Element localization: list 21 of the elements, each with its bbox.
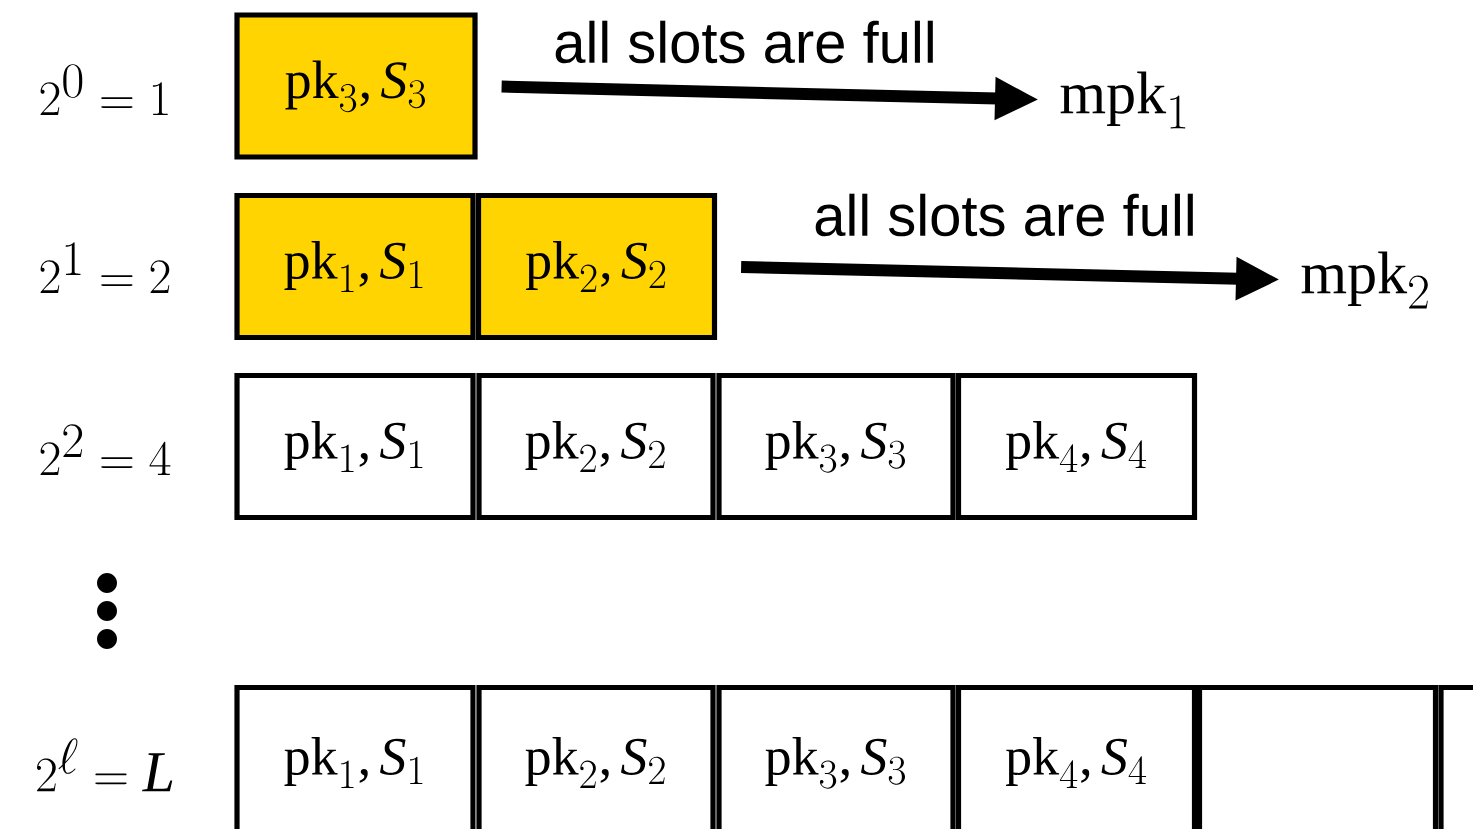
level-label: $2^1 = 2$ (40, 242, 170, 294)
empty-slot-box (1196, 684, 1439, 829)
level-label: $2^\ell = L$ (37, 738, 173, 792)
level-label: $2^2 = 4$ (40, 424, 171, 476)
slot-box: $\mathrm{pk}_1, S_1$ (234, 372, 476, 521)
level-label: $2^0 = 1$ (40, 64, 168, 116)
slot-box: $\mathrm{pk}_2, S_2$ (475, 192, 718, 341)
edge-label: all slots are full (555, 20, 933, 64)
key-label: $\mathrm{mpk}_1$ (1060, 71, 1186, 129)
slot-box: $\mathrm{pk}_1, S_1$ (234, 192, 476, 341)
slot-box: $\mathrm{pk}_2, S_2$ (476, 372, 716, 521)
slot-box: $\mathrm{pk}_4, S_4$ (955, 684, 1198, 829)
slot-box: $\mathrm{pk}_2, S_2$ (476, 684, 716, 829)
slot-box: $\mathrm{pk}_4, S_4$ (955, 372, 1198, 521)
slot-box: $\mathrm{pk}_3, S_3$ (716, 372, 956, 521)
empty-slot-box (1438, 684, 1473, 829)
slot-box: $\mathrm{pk}_3, S_3$ (234, 12, 478, 160)
key-label: $\mathrm{mpk}_2$ (1301, 251, 1428, 309)
edge-label: all slots are full (815, 193, 1193, 237)
slot-box: $\mathrm{pk}_3, S_3$ (716, 684, 956, 829)
slot-box: $\mathrm{pk}_1, S_1$ (234, 684, 476, 829)
